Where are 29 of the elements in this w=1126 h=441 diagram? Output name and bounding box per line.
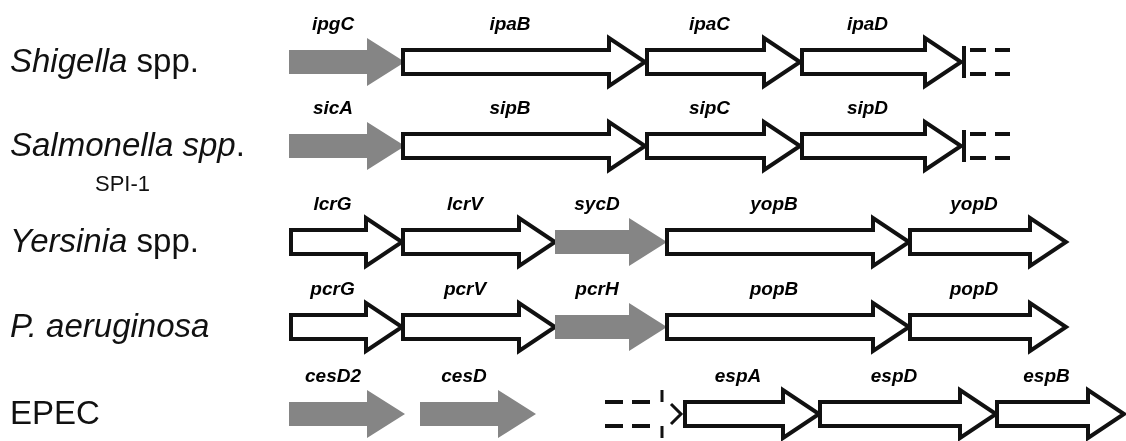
gene-name: cesD (440, 366, 488, 386)
gene-name: ipaB (488, 14, 532, 34)
gene-name: ipaC (687, 14, 732, 34)
gene-name: lcrG (312, 194, 353, 214)
gene-name: espA (713, 366, 763, 386)
gene-name: yopB (748, 194, 799, 214)
gene-name: popB (748, 279, 800, 299)
gene-name: pcrH (574, 279, 620, 299)
gene-name: pcrV (442, 279, 489, 299)
gene-name: ipaD (845, 14, 890, 34)
gene-name: espD (869, 366, 919, 386)
gene-name: sycD (573, 194, 621, 214)
organism-label: Shigella spp. (10, 42, 199, 81)
gene-name: yopD (948, 194, 999, 214)
organism-label: Salmonella spp. (10, 126, 245, 165)
gene-name: pcrG (309, 279, 356, 299)
organism-label: SPI-1 (95, 170, 151, 197)
gene-name: sipD (845, 98, 890, 118)
organism-label: P. aeruginosa (10, 307, 210, 346)
gene-name: sicA (311, 98, 355, 118)
gene-name: popD (948, 279, 1000, 299)
gene-name: cesD2 (304, 366, 362, 386)
gene-name: sipB (488, 98, 532, 118)
gene-name: sipC (687, 98, 732, 118)
organism-label: Yersinia spp. (10, 222, 199, 261)
gene-name: ipgC (310, 14, 356, 34)
gene-name: lcrV (446, 194, 485, 214)
gene-name: espB (1022, 366, 1071, 386)
organism-label: EPEC (10, 394, 100, 433)
